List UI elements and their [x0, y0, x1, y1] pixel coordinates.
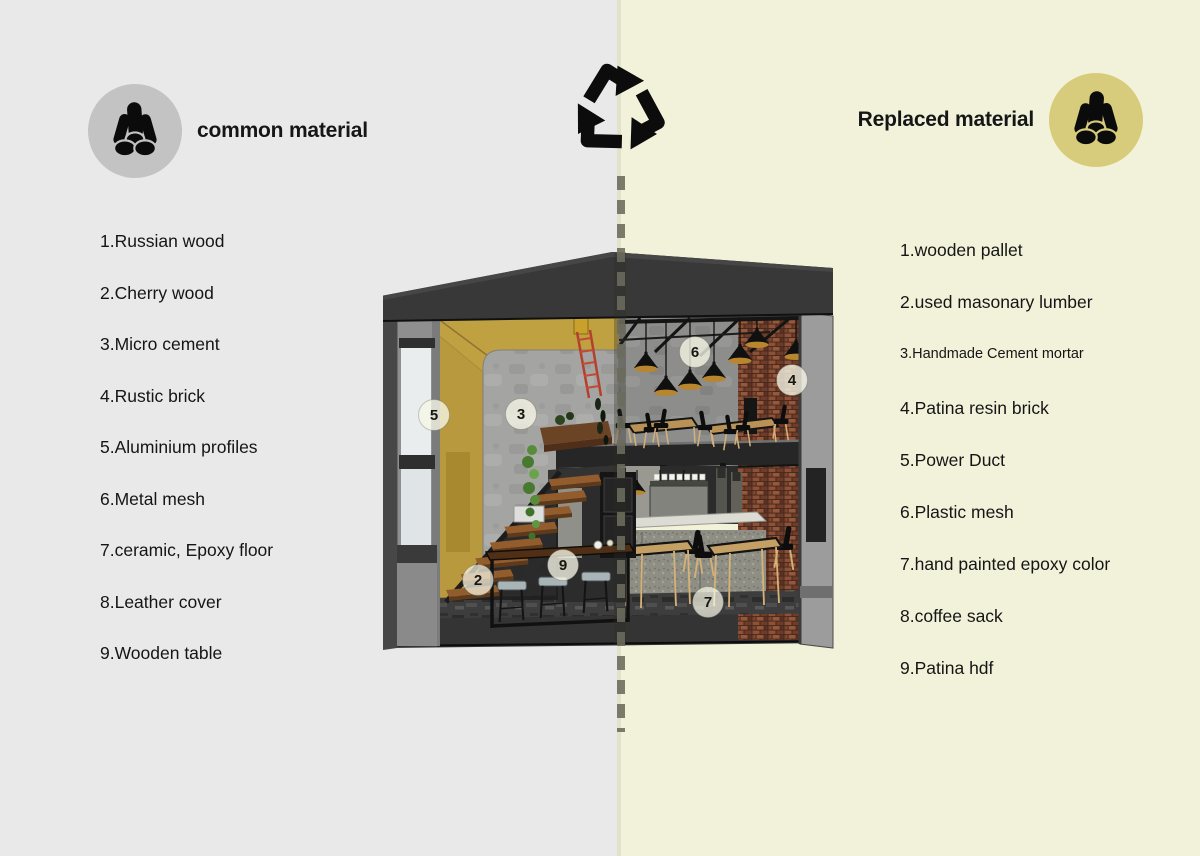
list-item: 4.Rustic brick [100, 385, 206, 406]
list-item: 6.Plastic mesh [900, 502, 1014, 522]
list-item: 4.Patina resin brick [900, 398, 1049, 418]
badge-7: 7 [692, 586, 724, 618]
building-badges: 5 3 6 4 2 9 7 [418, 336, 808, 618]
logs-icon [88, 84, 182, 178]
badge-6: 6 [679, 336, 711, 368]
replaced-material-header: Replaced material [858, 73, 1143, 167]
list-item: 5.Power Duct [900, 450, 1006, 470]
common-material-list: 1.Russian wood 2.Cherry wood 3.Micro cem… [100, 231, 273, 695]
svg-text:9: 9 [559, 557, 567, 574]
list-item: 9.Patina hdf [900, 658, 994, 678]
badge-5: 5 [418, 399, 450, 431]
list-item: 6.Metal mesh [100, 488, 206, 509]
list-item: 2.Cherry wood [100, 282, 214, 303]
list-item: 1.Russian wood [100, 231, 225, 251]
svg-text:5: 5 [430, 407, 438, 424]
common-material-label: common material [197, 119, 368, 142]
badge-3: 3 [505, 398, 537, 430]
svg-text:6: 6 [691, 344, 699, 361]
svg-text:4: 4 [788, 372, 797, 389]
list-item: 7.hand painted epoxy color [900, 554, 1111, 574]
list-item: 2.used masonary lumber [900, 292, 1093, 312]
replaced-material-label: Replaced material [857, 108, 1035, 131]
recycle-icon [570, 58, 665, 172]
building-section-illustration: 5 3 6 4 2 9 7 [383, 252, 834, 650]
badge-4: 4 [776, 364, 808, 396]
common-material-header: common material [88, 84, 368, 178]
list-item: 8.Leather cover [100, 591, 222, 612]
list-item: 8.coffee sack [900, 606, 1003, 626]
svg-text:2: 2 [474, 572, 482, 589]
logs-icon [1049, 73, 1143, 167]
list-item: 3.Micro cement [100, 334, 220, 354]
svg-text:7: 7 [704, 594, 712, 611]
list-item: 7.ceramic, Epoxy floor [100, 540, 274, 560]
list-item: 3.Handmade Cement mortar [900, 346, 1084, 362]
svg-text:3: 3 [517, 406, 525, 423]
badge-9: 9 [547, 549, 579, 581]
list-item: 5.Aluminium profiles [100, 437, 258, 457]
list-item: 9.Wooden table [100, 643, 223, 663]
replaced-material-list: 1.wooden pallet 2.used masonary lumber 3… [900, 240, 1110, 710]
dashed-divider-line [617, 176, 625, 732]
list-item: 1.wooden pallet [900, 240, 1023, 260]
badge-2: 2 [462, 564, 494, 596]
